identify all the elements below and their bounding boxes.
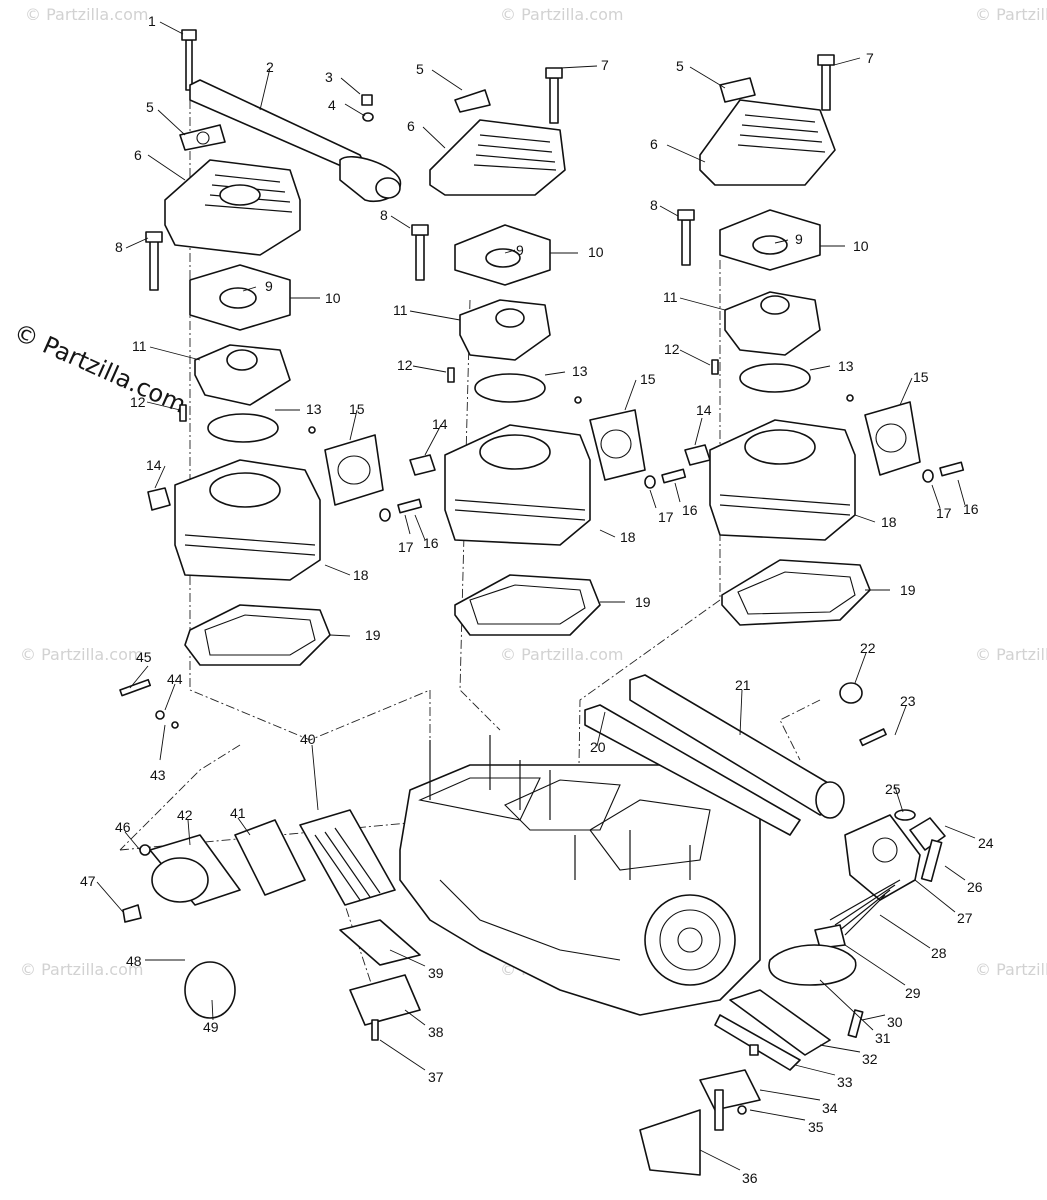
intake-assembly — [119, 678, 421, 1041]
callout-15: 15 — [640, 371, 656, 387]
callout-11: 11 — [393, 302, 408, 318]
callout-39: 39 — [428, 965, 444, 981]
callout-9: 9 — [795, 231, 803, 247]
callout-23: 23 — [900, 693, 916, 709]
watermark: © Partzilla.com — [975, 960, 1047, 979]
callout-29: 29 — [905, 985, 921, 1001]
callout-5: 5 — [676, 58, 684, 74]
callout-49: 49 — [203, 1019, 219, 1035]
callout-3: 3 — [325, 69, 333, 85]
callout-31: 31 — [875, 1030, 891, 1046]
leader-lines — [96, 21, 976, 1171]
callout-35: 35 — [808, 1119, 824, 1135]
callout-13: 13 — [838, 358, 854, 374]
callout-32: 32 — [862, 1051, 878, 1067]
callout-19: 19 — [365, 627, 381, 643]
callout-22: 22 — [860, 640, 876, 656]
callout-2: 2 — [266, 59, 274, 75]
callout-18: 18 — [881, 514, 897, 530]
callout-27: 27 — [957, 910, 973, 926]
callout-5: 5 — [416, 61, 424, 77]
water-regulator-assembly — [639, 809, 946, 1176]
callout-13: 13 — [572, 363, 588, 379]
callout-6: 6 — [650, 136, 658, 152]
callout-14: 14 — [146, 457, 162, 473]
callout-34: 34 — [822, 1100, 838, 1116]
callout-19: 19 — [635, 594, 651, 610]
callout-17: 17 — [936, 505, 952, 521]
callout-37: 37 — [428, 1069, 444, 1085]
callout-16: 16 — [682, 502, 698, 518]
callout-46: 46 — [115, 819, 131, 835]
callout-14: 14 — [432, 416, 448, 432]
crankcase — [399, 735, 761, 1016]
callout-8: 8 — [650, 197, 658, 213]
callout-12: 12 — [397, 357, 413, 373]
callout-24: 24 — [978, 835, 994, 851]
callout-36: 36 — [742, 1170, 758, 1186]
callout-numbers: 1 2 3 4 5 6 8 9 10 11 12 13 15 14 18 19 … — [80, 13, 994, 1186]
callout-40: 40 — [300, 731, 316, 747]
callout-14: 14 — [696, 402, 712, 418]
callout-8: 8 — [380, 207, 388, 223]
watermark: © Partzilla.com — [975, 5, 1047, 24]
callout-18: 18 — [620, 529, 636, 545]
callout-45: 45 — [136, 649, 152, 665]
right-cylinder-stack — [677, 54, 965, 626]
callout-6: 6 — [407, 118, 415, 134]
callout-10: 10 — [325, 290, 341, 306]
callout-13: 13 — [306, 401, 322, 417]
callout-21: 21 — [735, 677, 751, 693]
callout-7: 7 — [866, 50, 874, 66]
watermark: © Partzilla.com — [20, 960, 143, 979]
callout-17: 17 — [398, 539, 414, 555]
callout-15: 15 — [349, 401, 365, 417]
callout-28: 28 — [931, 945, 947, 961]
callout-5: 5 — [146, 99, 154, 115]
callout-12: 12 — [664, 341, 680, 357]
callout-33: 33 — [837, 1074, 853, 1090]
callout-41: 41 — [230, 805, 246, 821]
callout-38: 38 — [428, 1024, 444, 1040]
callout-9: 9 — [516, 242, 524, 258]
callout-25: 25 — [885, 781, 901, 797]
callout-48: 48 — [126, 953, 142, 969]
callout-47: 47 — [80, 873, 96, 889]
callout-10: 10 — [588, 244, 604, 260]
watermark: © Partzilla.com — [20, 645, 143, 664]
callout-8: 8 — [115, 239, 123, 255]
callout-15: 15 — [913, 369, 929, 385]
exhaust-manifold — [584, 674, 887, 836]
callout-16: 16 — [963, 501, 979, 517]
callout-44: 44 — [167, 671, 183, 687]
callout-9: 9 — [265, 278, 273, 294]
callout-7: 7 — [601, 57, 609, 73]
watermark-main: © Partzilla.com — [10, 318, 191, 419]
callout-10: 10 — [853, 238, 869, 254]
callout-30: 30 — [887, 1014, 903, 1030]
callout-16: 16 — [423, 535, 439, 551]
callout-20: 20 — [590, 739, 606, 755]
callout-1: 1 — [148, 13, 156, 29]
watermark: © Partzilla.com — [500, 5, 623, 24]
watermark: © Partzilla.com — [500, 645, 623, 664]
callout-18: 18 — [353, 567, 369, 583]
callout-43: 43 — [150, 767, 166, 783]
callout-17: 17 — [658, 509, 674, 525]
callout-11: 11 — [663, 289, 678, 305]
watermark: © Partzilla.com — [975, 645, 1047, 664]
callout-19: 19 — [900, 582, 916, 598]
callout-4: 4 — [328, 97, 336, 113]
callout-11: 11 — [132, 338, 147, 354]
middle-cylinder-stack — [409, 67, 687, 636]
callout-26: 26 — [967, 879, 983, 895]
left-cylinder-stack — [145, 29, 423, 666]
callout-42: 42 — [177, 807, 193, 823]
watermark: © Partzilla.com — [25, 5, 148, 24]
callout-6: 6 — [134, 147, 142, 163]
callout-12: 12 — [130, 394, 146, 410]
